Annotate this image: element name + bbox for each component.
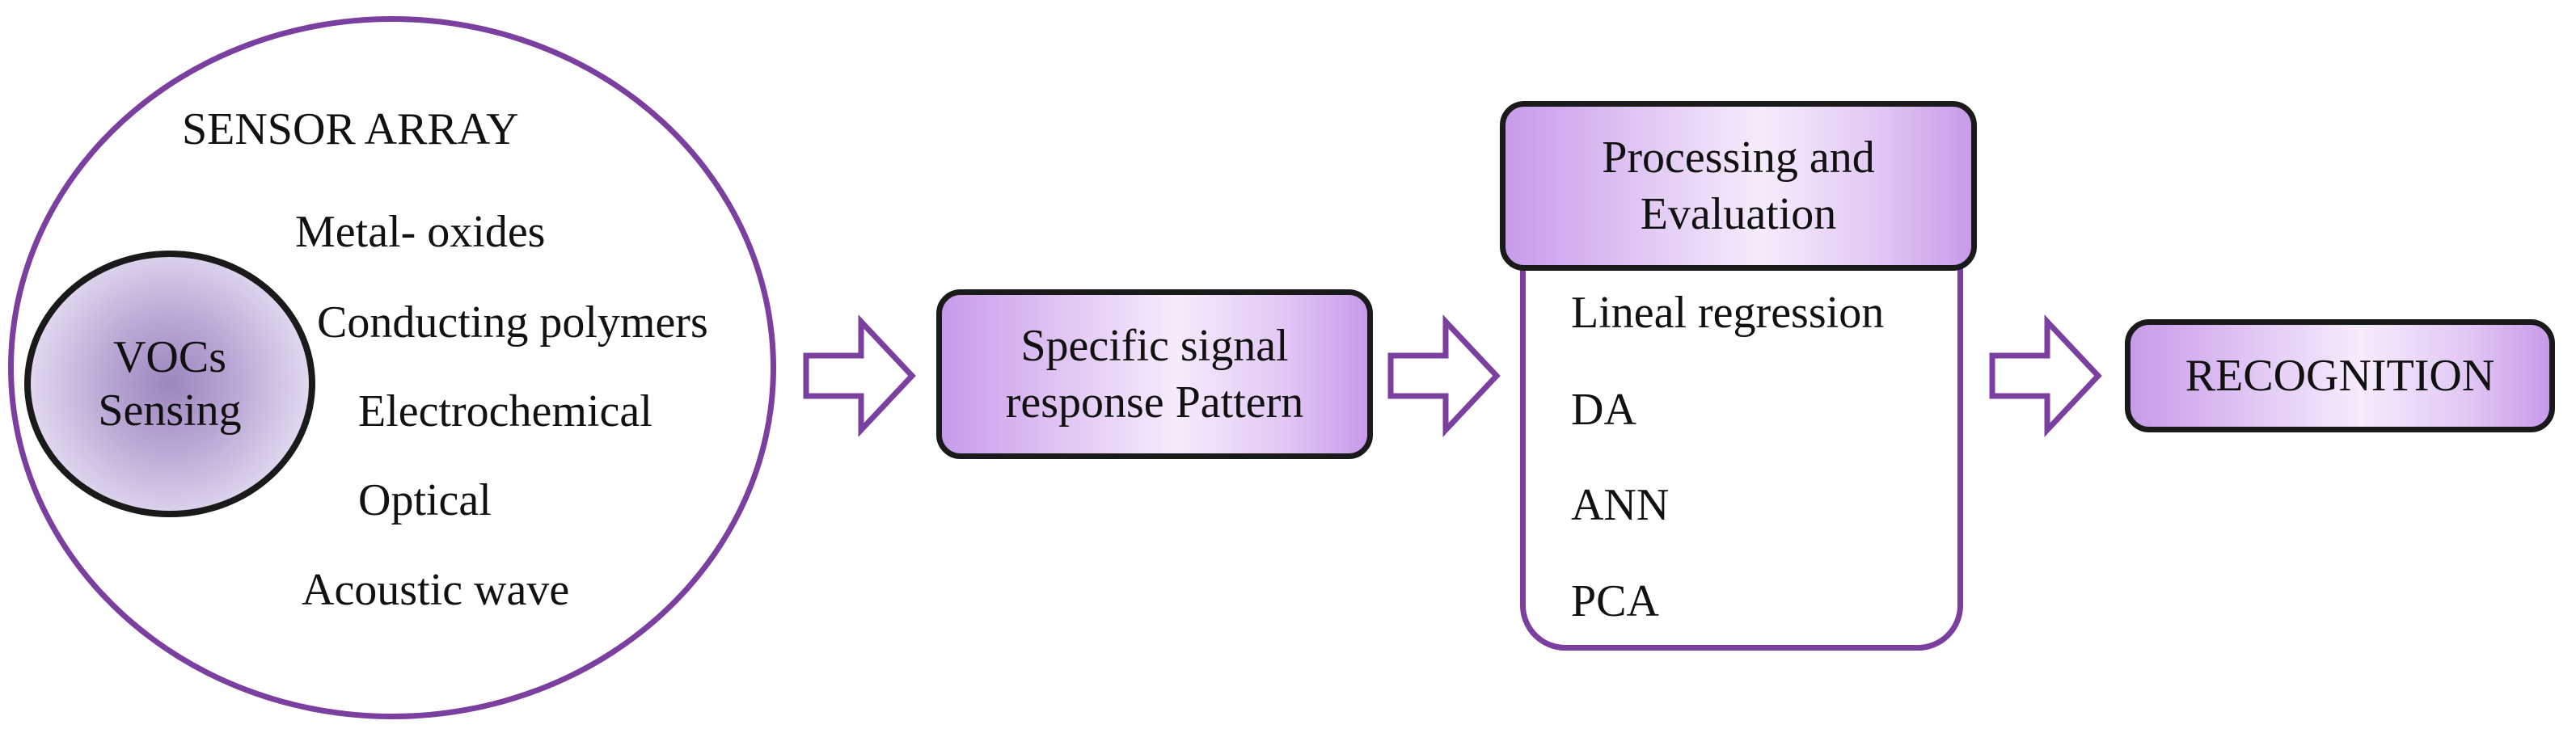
processing-line-1: Processing and: [1602, 133, 1875, 183]
vocs-sensing-circle: VOCs Sensing: [24, 251, 315, 517]
processing-line-2: Evaluation: [1640, 189, 1837, 239]
signal-line-2: response Pattern: [1005, 377, 1304, 428]
method-lineal-regression: Lineal regression: [1571, 288, 1885, 338]
sensor-item-metal-oxides: Metal- oxides: [295, 207, 546, 257]
sensor-array-title: SENSOR ARRAY: [182, 104, 519, 154]
sensing-label: Sensing: [98, 386, 242, 436]
signal-response-box: Specific signal response Pattern: [936, 289, 1373, 459]
arrow-right-icon: [1387, 314, 1501, 437]
vocs-label: VOCs: [112, 332, 227, 382]
processing-methods-panel: [1520, 210, 1963, 651]
sensor-item-conducting-polymers: Conducting polymers: [317, 297, 708, 348]
processing-header-box: Processing and Evaluation: [1500, 101, 1977, 271]
method-da: DA: [1571, 385, 1636, 435]
recognition-label: RECOGNITION: [2185, 351, 2495, 401]
sensor-item-acoustic-wave: Acoustic wave: [302, 565, 570, 615]
method-ann: ANN: [1571, 480, 1670, 530]
arrow-right-icon: [803, 314, 916, 437]
arrow-right-icon: [1989, 314, 2102, 437]
method-pca: PCA: [1571, 576, 1659, 626]
sensor-item-electrochemical: Electrochemical: [358, 386, 652, 436]
sensor-item-optical: Optical: [358, 475, 492, 525]
recognition-box: RECOGNITION: [2125, 319, 2555, 432]
signal-line-1: Specific signal: [1020, 321, 1289, 371]
